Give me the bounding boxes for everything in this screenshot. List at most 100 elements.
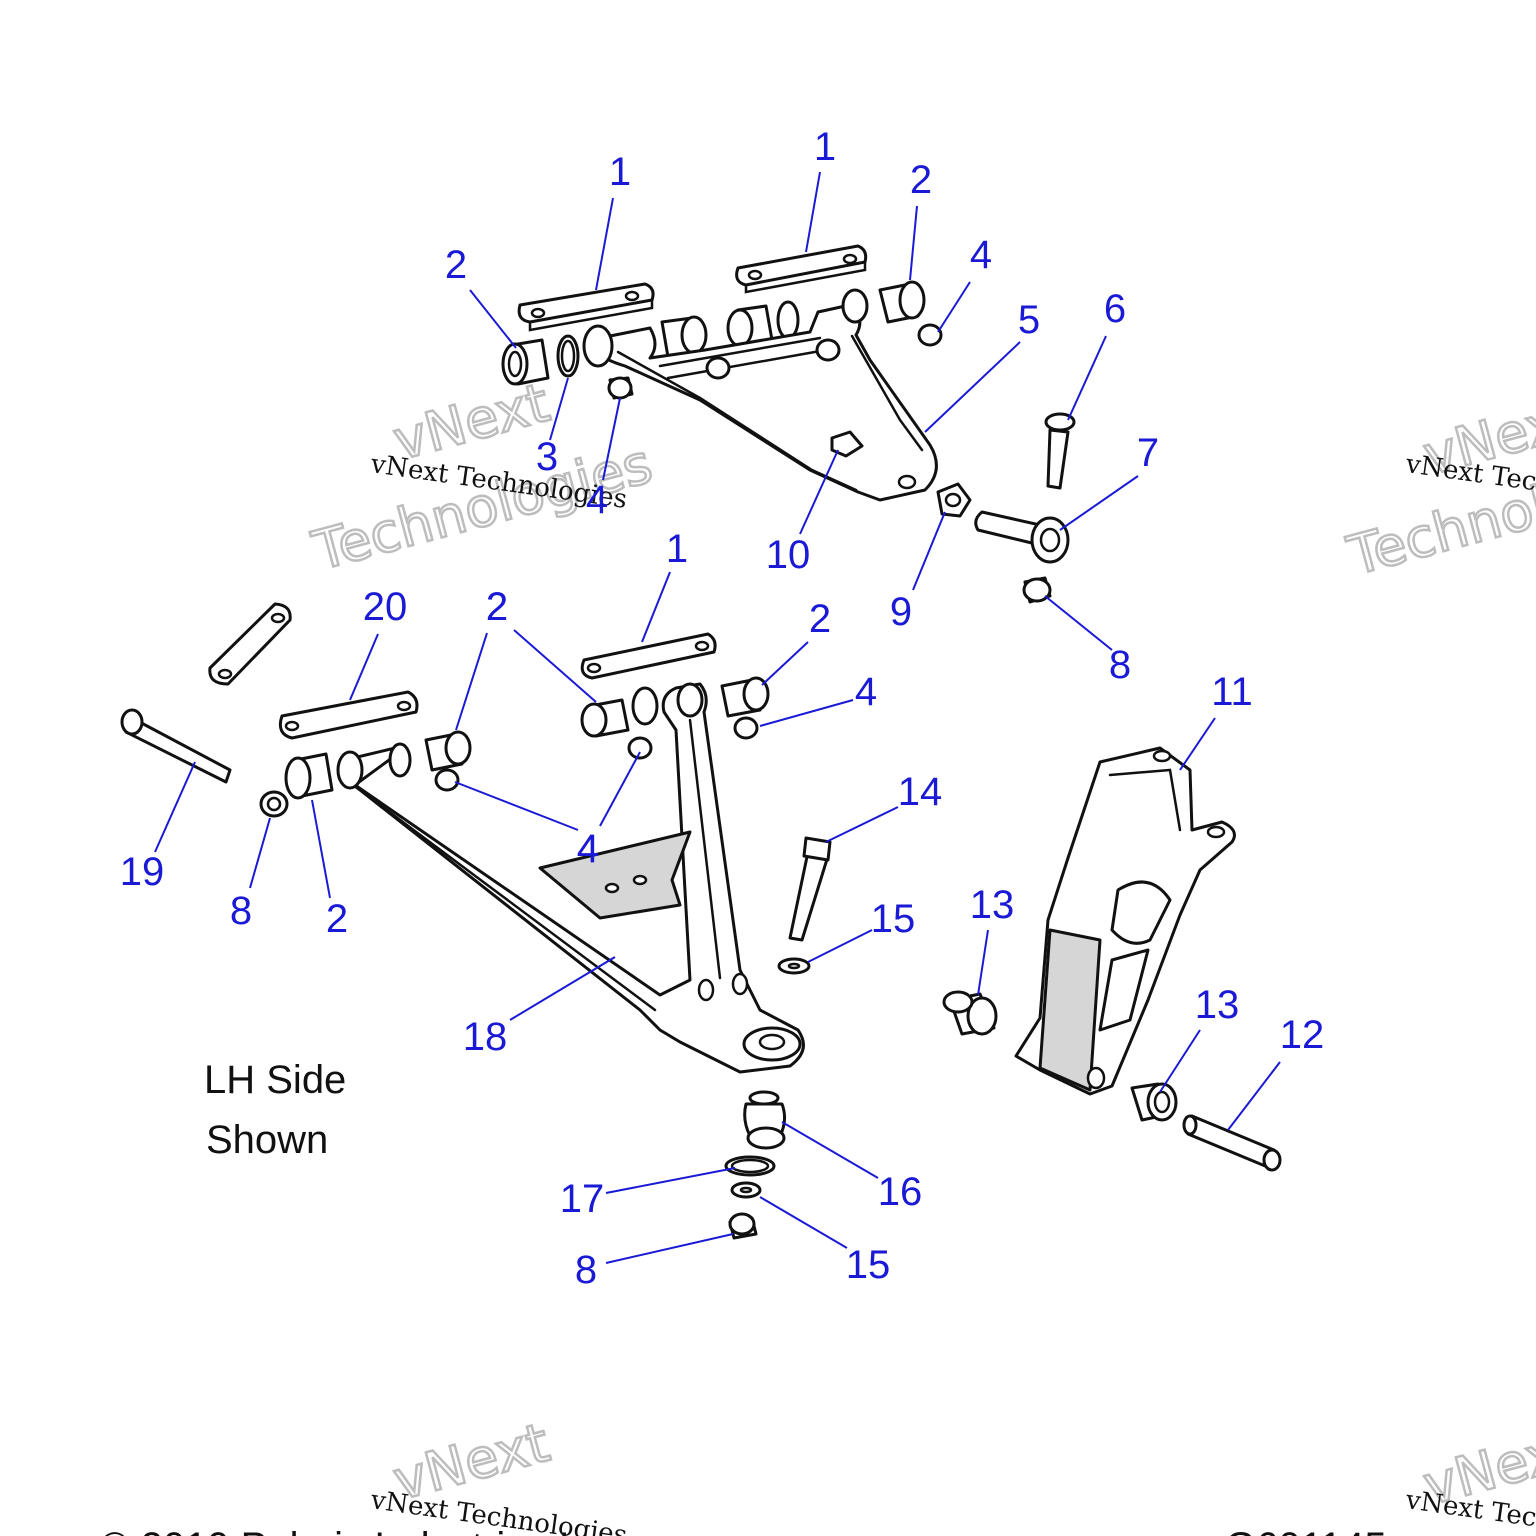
callout-number-4: 4 <box>586 478 608 522</box>
ball-joint-16 <box>743 1090 787 1150</box>
callout-leader-15 <box>759 1196 848 1249</box>
bushing-upper-right-b <box>878 280 926 324</box>
callout-number-4: 4 <box>970 233 992 277</box>
callout-number-15: 15 <box>871 897 916 941</box>
callout-leader-4 <box>602 397 621 481</box>
bushing-lower-1 <box>284 752 334 800</box>
callout-leader-16 <box>781 1121 879 1179</box>
callout-leader-6 <box>1067 335 1107 421</box>
callout-number-9: 9 <box>890 590 912 634</box>
callout-leader-2 <box>513 629 597 703</box>
callout-number-13: 13 <box>970 883 1015 927</box>
callout-leader-5 <box>924 341 1021 433</box>
callout-number-12: 12 <box>1280 1013 1325 1057</box>
callout-leader-9 <box>912 511 946 591</box>
callout-leader-4 <box>454 781 579 831</box>
callout-number-17: 17 <box>560 1177 605 1221</box>
callout-leader-10 <box>799 449 839 535</box>
nut-lower-1 <box>434 768 460 792</box>
callout-number-5: 5 <box>1018 298 1040 342</box>
bushing-13-right <box>1130 1082 1178 1122</box>
callout-leader-19 <box>154 761 196 853</box>
washer-15-lower <box>730 1181 762 1199</box>
callout-leader-4 <box>937 281 971 333</box>
plate-20 <box>278 690 419 740</box>
callout-number-2: 2 <box>326 897 348 941</box>
callout-leader-17 <box>605 1167 736 1194</box>
callout-leader-18 <box>509 956 616 1021</box>
callout-number-8: 8 <box>230 889 252 933</box>
callout-leader-4 <box>759 699 854 727</box>
callout-number-13: 13 <box>1195 983 1240 1027</box>
bolt-6 <box>1044 412 1076 490</box>
callout-number-4: 4 <box>577 827 599 871</box>
lower-a-arm-assembly <box>120 602 832 1240</box>
callout-number-7: 7 <box>1137 431 1159 475</box>
callout-number-6: 6 <box>1104 287 1126 331</box>
bushing-upper-left <box>501 338 550 386</box>
callout-number-2: 2 <box>809 597 831 641</box>
footer-figure-code: G601145 <box>1225 1525 1387 1536</box>
nut-10 <box>830 430 864 458</box>
tie-rod-end-7 <box>974 510 1070 564</box>
bushing-upper-right-a <box>726 300 800 348</box>
callout-leader-1 <box>595 197 614 291</box>
callout-number-18: 18 <box>463 1015 508 1059</box>
callout-leader-2 <box>311 799 331 899</box>
callout-leader-15 <box>807 929 873 963</box>
spacer-plate-left <box>208 602 292 686</box>
callout-leader-2 <box>469 289 517 349</box>
side-note-line1: LH Side <box>204 1058 346 1102</box>
callout-leader-13 <box>1159 1029 1201 1093</box>
upper-a-arm-assembly <box>501 244 1076 604</box>
nut-lower-2 <box>627 736 653 760</box>
bushing-13-left <box>942 990 998 1036</box>
bushing-upper-mid <box>660 315 708 359</box>
nut-9 <box>936 482 972 518</box>
callout-leader-14 <box>825 806 899 843</box>
callout-leader-13 <box>977 929 989 996</box>
footer-copyright: © 2019 Polaris Industries Inc. <box>100 1525 623 1536</box>
callout-number-10: 10 <box>766 533 811 577</box>
callout-leader-2 <box>761 641 809 686</box>
pivot-plate-lower <box>580 632 717 680</box>
watermark-layer: vNext Technologies vNext Technologies vN… <box>305 370 1536 1536</box>
callout-number-16: 16 <box>878 1170 923 1214</box>
callout-number-2: 2 <box>910 158 932 202</box>
callout-leader-4 <box>599 751 641 827</box>
bushing-lower-3 <box>580 698 630 738</box>
lower-arm-frame <box>336 682 805 1074</box>
washer-15-upper <box>777 957 811 975</box>
callout-number-14: 14 <box>898 770 943 814</box>
callout-leader-1 <box>805 171 821 253</box>
side-note-line2: Shown <box>206 1118 328 1162</box>
callout-leader-11 <box>1179 717 1216 771</box>
bushing-lower-4 <box>720 676 770 718</box>
callout-number-15: 15 <box>846 1243 891 1287</box>
nut-upper-2 <box>705 356 731 380</box>
callout-leader-3 <box>549 377 569 441</box>
callout-leader-2 <box>455 632 488 731</box>
nut-upper-1 <box>607 376 634 400</box>
callout-leader-7 <box>1059 475 1139 531</box>
callout-leader-1 <box>641 571 671 643</box>
callout-number-8: 8 <box>575 1248 597 1292</box>
nut-8-lower-left <box>259 790 289 818</box>
callout-number-20: 20 <box>363 585 408 629</box>
nut-8-lower <box>728 1212 758 1240</box>
bolt-14 <box>788 836 832 942</box>
callout-number-3: 3 <box>536 435 558 479</box>
o-ring-upper <box>556 334 580 378</box>
bolt-19 <box>120 708 232 784</box>
callout-number-2: 2 <box>486 585 508 629</box>
pivot-plate-upper-left <box>517 282 655 332</box>
callout-number-1: 1 <box>814 125 836 169</box>
nut-upper-4 <box>917 323 943 347</box>
pivot-plate-upper-right <box>735 244 868 294</box>
spindle-11 <box>1014 746 1236 1096</box>
snap-ring-17 <box>724 1155 776 1177</box>
bushing-lower-2 <box>424 730 472 772</box>
callout-number-1: 1 <box>666 527 688 571</box>
callout-leader-8 <box>1044 595 1113 651</box>
